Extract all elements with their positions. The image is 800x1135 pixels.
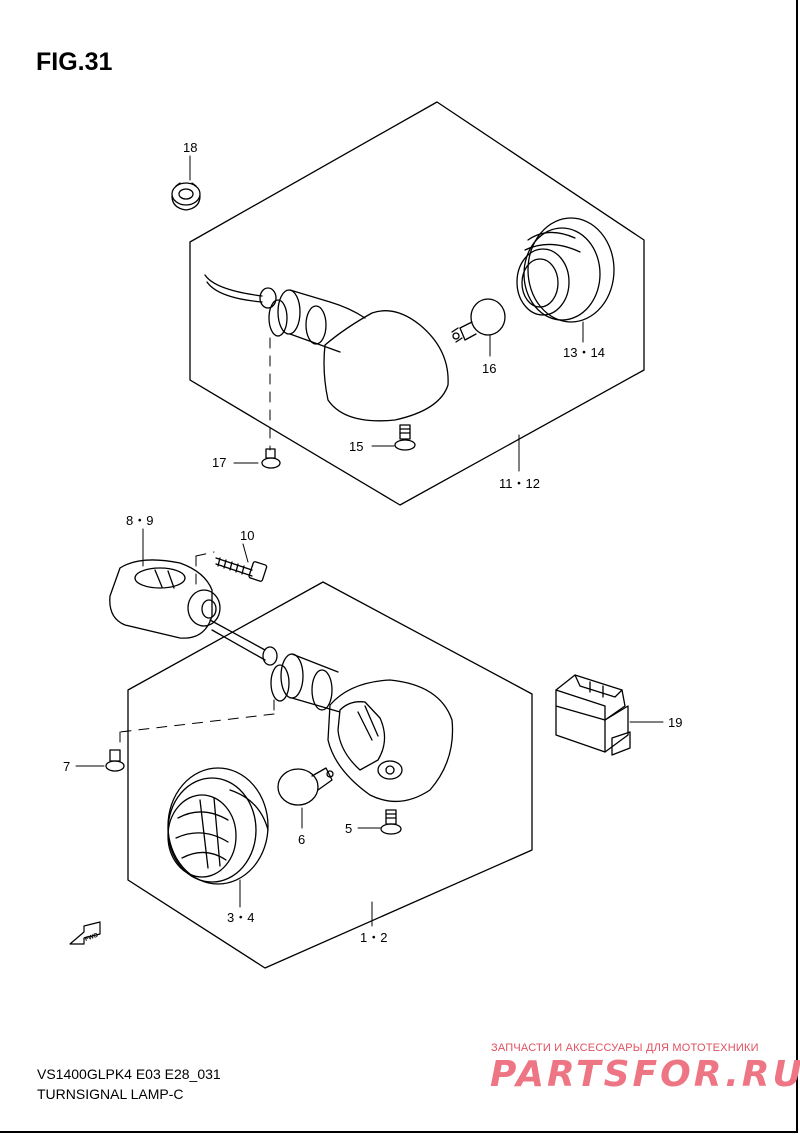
callout-5: 5 <box>345 821 352 836</box>
alignment-dashes <box>119 337 275 747</box>
fwd-label: FWD <box>84 932 100 943</box>
callout-7: 7 <box>63 759 70 774</box>
watermark-logo: PARTSFOR.RU <box>490 1054 800 1095</box>
callout-10: 10 <box>240 528 254 543</box>
upper-turnsignal-lamp-icon <box>204 274 449 422</box>
callout-11-12: 11・12 <box>499 476 540 491</box>
lower-turnsignal-stem-icon <box>209 619 341 713</box>
callout-16: 16 <box>482 361 496 376</box>
callout-17: 17 <box>212 455 226 470</box>
figure-title: FIG.31 <box>36 48 113 76</box>
assembly-outline-upper <box>189 101 645 506</box>
callout-6: 6 <box>298 832 305 847</box>
callout-19: 19 <box>668 715 682 730</box>
callout-3-4: 3・4 <box>227 910 254 925</box>
part-13-14-lens-icon <box>516 217 615 323</box>
part-6-bulb-icon <box>277 767 334 806</box>
part-8-9-bracket-icon <box>109 559 221 639</box>
callout-1-2: 1・2 <box>360 930 387 945</box>
footer-model-code: VS1400GLPK4 E03 E28_031 <box>37 1066 221 1082</box>
part-19-relay-icon <box>555 674 631 756</box>
part-15-screw-icon <box>394 424 416 451</box>
assembly-outline-lower <box>127 581 533 969</box>
part-3-4-lens-icon <box>167 767 269 885</box>
footer-diagram-name: TURNSIGNAL LAMP-C <box>37 1086 184 1102</box>
callout-15: 15 <box>349 439 363 454</box>
callout-8-9: 8・9 <box>126 513 153 528</box>
part-17-screw-icon <box>261 448 281 469</box>
part-10-bolt-icon <box>215 557 268 582</box>
part-18-grommet-icon <box>171 182 201 211</box>
leader-lines <box>75 155 664 927</box>
part-1-2-housing-icon <box>327 679 454 803</box>
part-16-bulb-icon <box>451 298 506 343</box>
callout-13-14: 13・14 <box>563 345 605 360</box>
callout-18: 18 <box>183 140 197 155</box>
part-5-screw-icon <box>380 809 402 835</box>
part-7-screw-icon <box>105 749 125 772</box>
watermark-tagline: ЗАПЧАСТИ И АКСЕССУАРЫ ДЛЯ МОТОТЕХНИКИ <box>491 1042 759 1054</box>
fwd-arrow-icon <box>69 921 101 945</box>
